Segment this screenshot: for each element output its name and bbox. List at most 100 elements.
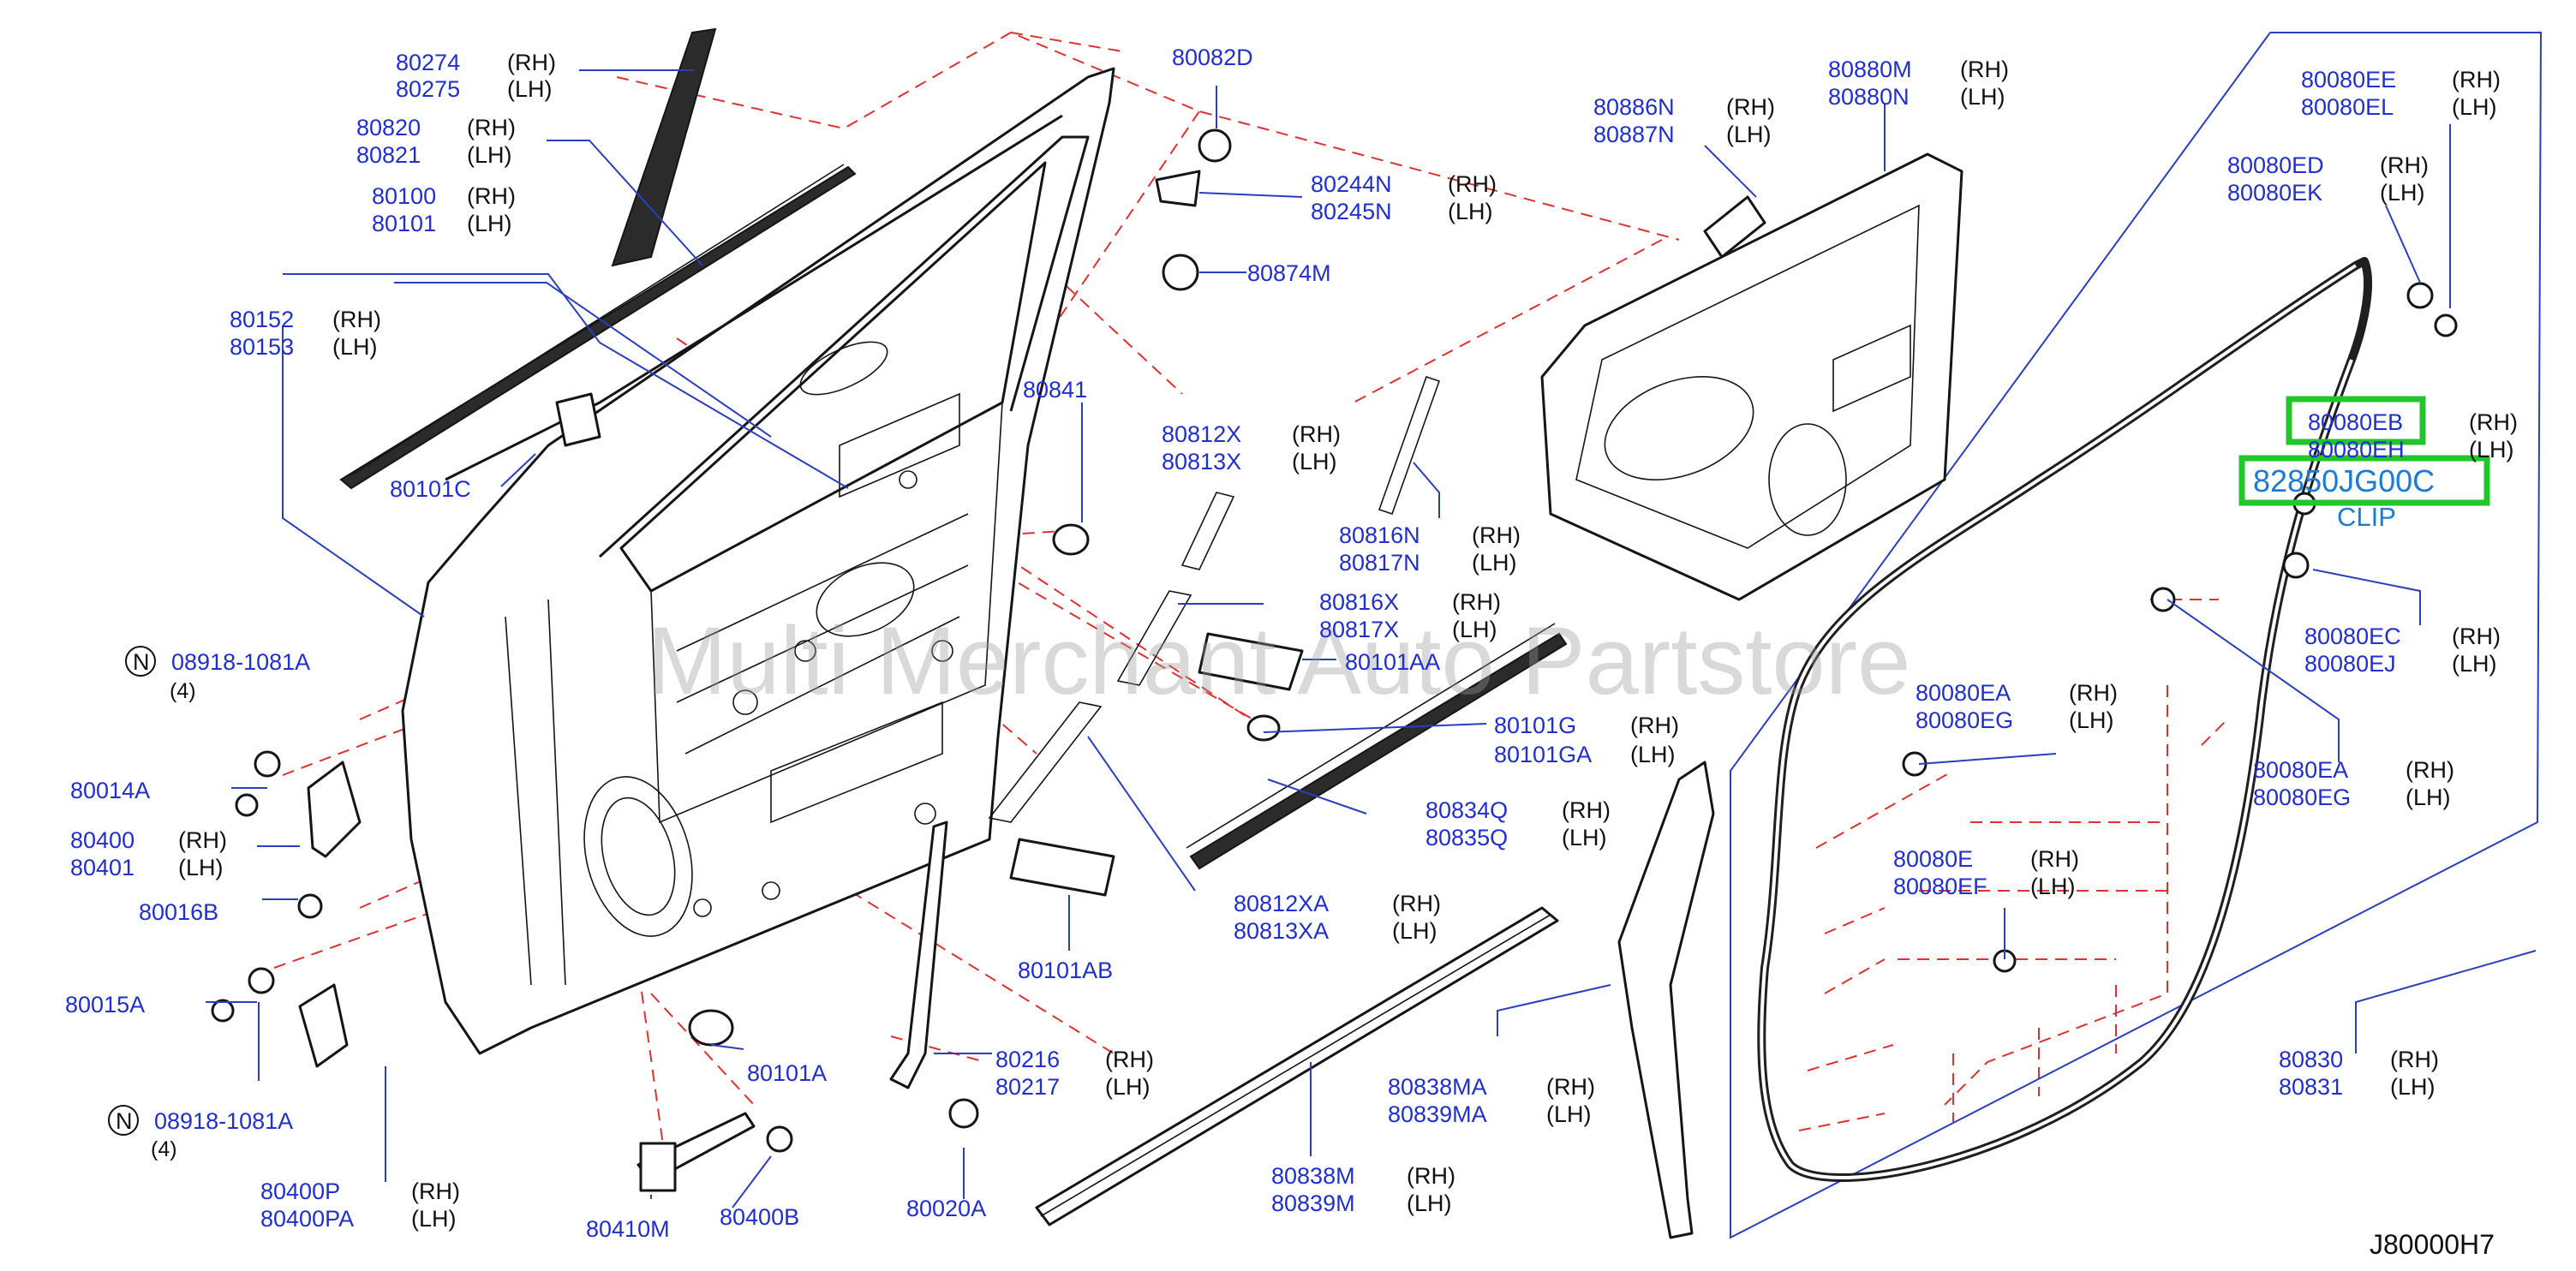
side-lh: (LH) <box>411 1206 457 1232</box>
label-80841: 80841 <box>1023 377 1087 403</box>
label-80835q: 80835Q <box>1425 825 1508 850</box>
label-80080eg-left: 80080EG <box>1916 707 2013 733</box>
door-trim-panel <box>1540 152 1963 601</box>
label-08918-1081a-upper: 08918-1081A <box>171 649 310 675</box>
side-lh: (LH) <box>1392 918 1437 944</box>
side-lh: (LH) <box>2030 874 2076 899</box>
side-rh: (RH) <box>1452 589 1501 615</box>
label-80216: 80216 <box>995 1047 1060 1072</box>
side-lh: (LH) <box>1562 825 1607 850</box>
label-80400b: 80400B <box>720 1204 799 1230</box>
label-80101aa: 80101AA <box>1345 649 1440 675</box>
label-80817n: 80817N <box>1339 550 1420 576</box>
leader-lines <box>206 69 2537 1208</box>
side-lh: (LH) <box>467 211 512 236</box>
side-lh: (LH) <box>2469 437 2514 462</box>
side-lh: (LH) <box>2406 785 2451 810</box>
side-rh: (RH) <box>178 827 227 853</box>
highlight-box-82850jg00c <box>2238 455 2490 506</box>
label-80016b: 80016B <box>139 899 218 925</box>
left-small-parts <box>211 27 1115 1192</box>
label-80152: 80152 <box>230 307 294 332</box>
side-lh: (LH) <box>332 334 378 360</box>
label-80880n: 80880N <box>1828 84 1910 110</box>
side-rh: (RH) <box>507 50 556 75</box>
label-80100: 80100 <box>372 183 436 209</box>
label-80400pa: 80400PA <box>260 1206 354 1232</box>
label-80880m: 80880M <box>1828 57 1912 82</box>
label-80217: 80217 <box>995 1074 1060 1100</box>
n-mark: N <box>116 1108 133 1134</box>
side-rh: (RH) <box>1105 1047 1154 1072</box>
side-rh: (RH) <box>1292 421 1341 447</box>
side-rh: (RH) <box>1392 891 1441 916</box>
label-80080ec: 80080EC <box>2304 624 2401 649</box>
side-rh: (RH) <box>1407 1163 1455 1189</box>
label-80887n: 80887N <box>1593 122 1675 147</box>
side-rh: (RH) <box>332 307 381 332</box>
label-80812x: 80812X <box>1162 421 1241 447</box>
label-80080ed: 80080ED <box>2227 152 2324 178</box>
label-80831: 80831 <box>2279 1074 2343 1100</box>
label-80082d: 80082D <box>1172 45 1253 70</box>
side-rh: (RH) <box>2452 67 2501 92</box>
label-80400p: 80400P <box>260 1179 340 1204</box>
label-80410m: 80410M <box>586 1216 670 1242</box>
side-lh: (LH) <box>2390 1074 2436 1100</box>
label-80020a: 80020A <box>906 1196 986 1221</box>
label-80101g: 80101G <box>1494 713 1576 738</box>
side-lh: (LH) <box>1630 742 1676 767</box>
label-80401: 80401 <box>70 855 134 880</box>
label-80820: 80820 <box>356 115 421 140</box>
side-lh: (LH) <box>1472 550 1517 576</box>
side-rh: (RH) <box>1546 1074 1595 1100</box>
part-labels: 80274 (RH) 80275 (LH) 80820 (RH) 80821 (… <box>65 45 2518 1260</box>
label-80838m: 80838M <box>1271 1163 1355 1189</box>
label-80245n: 80245N <box>1311 199 1392 224</box>
label-80015a: 80015A <box>65 992 145 1017</box>
side-rh: (RH) <box>1726 94 1775 120</box>
label-80080ee: 80080EE <box>2301 67 2396 92</box>
label-80080el: 80080EL <box>2301 94 2394 120</box>
side-lh: (LH) <box>1448 199 1493 224</box>
side-rh: (RH) <box>2030 846 2079 872</box>
label-80275: 80275 <box>396 76 460 102</box>
label-80101ga: 80101GA <box>1494 742 1592 767</box>
label-80816n: 80816N <box>1339 522 1420 548</box>
side-lh: (LH) <box>178 855 224 880</box>
label-80080eg-right: 80080EG <box>2253 785 2351 810</box>
side-rh: (RH) <box>467 183 516 209</box>
label-80813x: 80813X <box>1162 449 1241 474</box>
side-lh: (LH) <box>467 142 512 168</box>
side-rh: (RH) <box>1960 57 2009 82</box>
quantity-lower: (4) <box>151 1137 177 1161</box>
side-lh: (LH) <box>2069 707 2114 733</box>
label-80153: 80153 <box>230 334 294 360</box>
label-80080eb: 80080EB <box>2308 409 2403 435</box>
label-80874m: 80874M <box>1247 260 1331 286</box>
label-80080ea-left: 80080EA <box>1916 680 2011 706</box>
label-80812xa: 80812XA <box>1234 891 1329 916</box>
highlight-box-80080eb <box>2286 396 2426 445</box>
side-rh: (RH) <box>2452 624 2501 649</box>
side-lh: (LH) <box>1452 617 1497 642</box>
watermark: Multi Merchant Auto Partstore <box>647 607 1910 714</box>
n-mark: N <box>133 649 150 675</box>
side-lh: (LH) <box>1292 449 1337 474</box>
side-rh: (RH) <box>2380 152 2429 178</box>
quantity-upper: (4) <box>170 679 196 703</box>
label-80080ek: 80080EK <box>2227 180 2322 206</box>
side-rh: (RH) <box>411 1179 460 1204</box>
side-lh: (LH) <box>1105 1074 1151 1100</box>
clip-note: CLIP <box>2337 502 2396 532</box>
label-80101: 80101 <box>372 211 436 236</box>
label-80813xa: 80813XA <box>1234 918 1329 944</box>
label-80101a: 80101A <box>747 1060 827 1086</box>
label-80080eh: 80080EH <box>2308 437 2405 462</box>
label-80400: 80400 <box>70 827 134 853</box>
side-lh: (LH) <box>2452 94 2497 120</box>
label-80101c: 80101C <box>390 476 471 502</box>
diagram-code: J80000H7 <box>2370 1229 2495 1260</box>
